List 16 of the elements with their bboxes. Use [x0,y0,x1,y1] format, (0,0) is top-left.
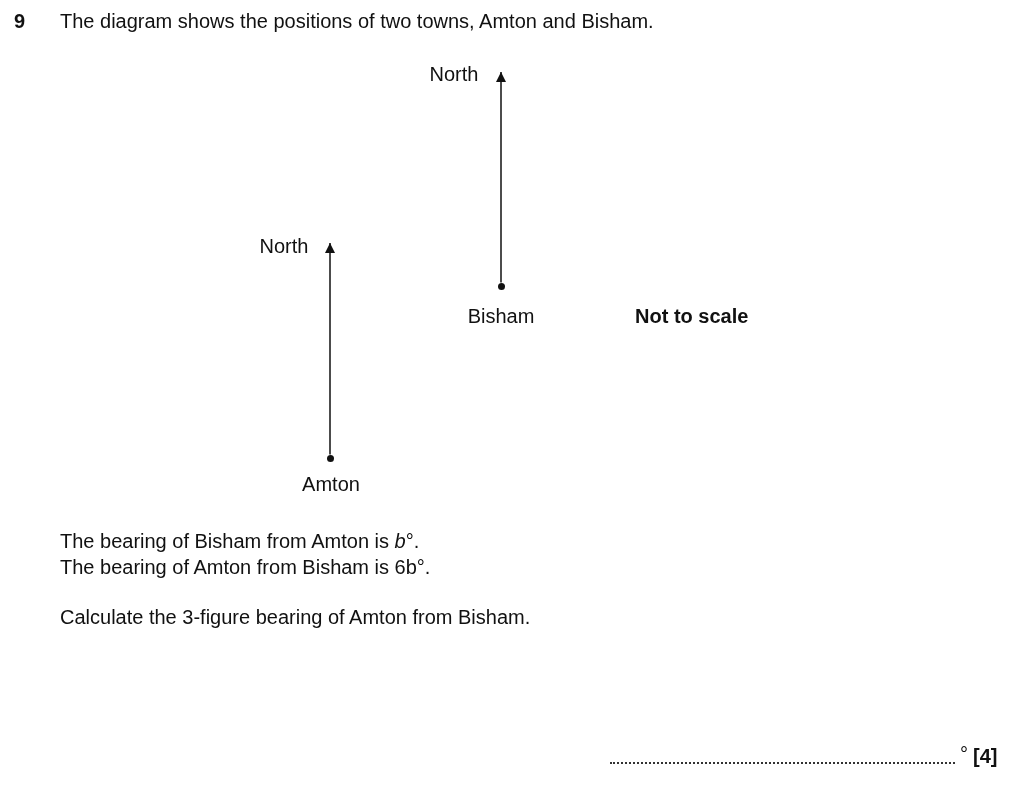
town-point [497,282,505,290]
question-text: The bearing of Bisham from Amton is b°. [60,529,420,553]
degree-sign: ° [960,742,968,766]
north-label: North [429,62,479,86]
question-text: The bearing of Amton from Bisham is 6b°. [60,555,431,579]
scale-note: Not to scale [635,304,749,328]
question-number: 9 [14,9,26,33]
town-label: Amton [302,472,360,496]
question-text: Calculate the 3-figure bearing of Amton from Bisham. [60,605,531,629]
north-label: North [259,234,309,258]
marks-label: [4] [973,744,998,768]
town-point [326,454,334,462]
north-arrow [496,71,506,284]
north-arrow [325,242,335,456]
town-label: Bisham [467,304,535,328]
question-text: The diagram shows the positions of two towns, Amton and Bisham. [60,9,654,33]
